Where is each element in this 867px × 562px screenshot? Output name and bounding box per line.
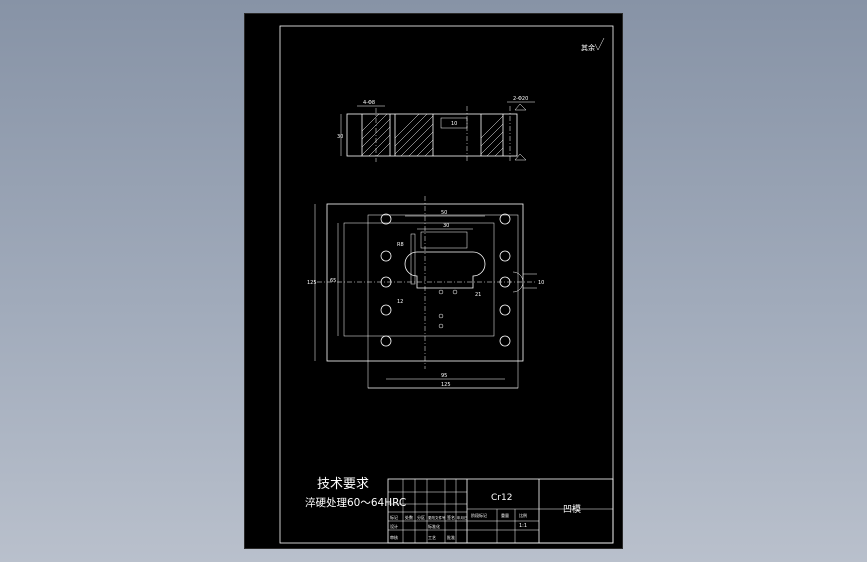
row-label-2: 分区: [417, 514, 425, 520]
roughness-mark: 其余: [581, 43, 595, 52]
inner-frame: [279, 25, 614, 544]
row-label-3: 更改文件号: [428, 515, 446, 520]
tech-note: 淬硬处理60～64HRC: [305, 496, 406, 509]
plan-dim-top-1: 50: [441, 210, 447, 216]
drawing-sheet: 其余 4-Φ8: [244, 13, 623, 549]
stage-label-0: 阶段标记: [471, 512, 487, 518]
section-dim-top-right: 2-Φ20: [513, 96, 528, 102]
plan-dim-bottom-inner: 95: [441, 373, 447, 379]
row-label-1: 处数: [405, 514, 413, 520]
row2-label-1: 标准化: [428, 523, 440, 529]
row3-label-1: 工艺: [428, 535, 436, 540]
plan-dim-small-2: 21: [475, 292, 481, 298]
row2-label-0: 设计: [390, 523, 398, 529]
row3-label-2: 批准: [447, 534, 455, 540]
roughness-symbol: [594, 37, 605, 51]
plan-view: 50 30 R8 125 65 12 21 10 95 125: [307, 196, 544, 389]
title-scale: 1:1: [519, 523, 527, 529]
plan-dim-top-2: 30: [443, 223, 449, 229]
row-label-4: 签名: [447, 514, 455, 520]
row-label-5: 年月日: [457, 515, 468, 520]
row3-label-0: 审核: [390, 534, 398, 540]
section-hatching: [362, 114, 503, 156]
plan-dim-bottom-outer: 125: [441, 382, 451, 388]
stage-label-1: 重量: [501, 512, 509, 518]
title-block: Cr12 凹模 1:1 标记 处数 分区 更改文件号 签名 年月日 设计 标准化…: [387, 478, 614, 544]
row-label-0: 标记: [390, 514, 398, 520]
section-dim-mid: 10: [451, 121, 457, 127]
plan-dim-radius: R8: [397, 242, 404, 248]
stage-label-2: 比例: [519, 512, 527, 518]
section-dim-height: 30: [337, 134, 343, 140]
bolt-holes: [380, 213, 511, 347]
plan-dim-right: 10: [538, 280, 544, 286]
section-view: 4-Φ8 2-Φ20 30 10: [337, 96, 535, 162]
title-part-name: 凹模: [563, 504, 581, 515]
plan-dim-small-1: 12: [397, 299, 403, 305]
section-dim-top-left: 4-Φ8: [363, 100, 375, 106]
die-cavity: [404, 251, 486, 289]
plan-dim-left-1: 125: [307, 280, 317, 286]
plan-dim-left-2: 65: [330, 278, 336, 284]
title-material: Cr12: [491, 493, 512, 503]
cad-drawing: 其余 4-Φ8: [279, 25, 614, 544]
tech-title: 技术要求: [317, 477, 369, 492]
